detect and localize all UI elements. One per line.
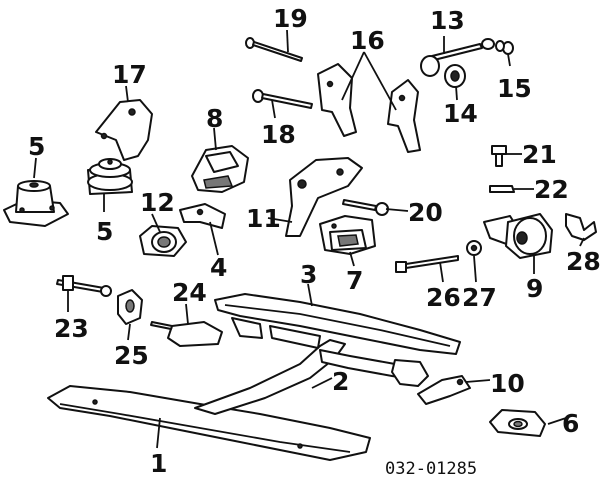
part-18-bolt bbox=[252, 89, 313, 109]
part-24-bracket bbox=[150, 321, 223, 347]
part-20-bolt bbox=[342, 199, 389, 216]
callout-16: 16 bbox=[350, 26, 385, 55]
callout-19: 19 bbox=[273, 4, 308, 33]
callout-4: 4 bbox=[210, 253, 227, 282]
callout-13: 13 bbox=[430, 6, 465, 35]
callout-18: 18 bbox=[261, 120, 296, 149]
callout-7: 7 bbox=[346, 266, 363, 295]
callout-5b: 5 bbox=[96, 217, 113, 246]
part-28-wing-nut bbox=[565, 213, 597, 241]
callout-27: 27 bbox=[462, 283, 497, 312]
callout-9: 9 bbox=[526, 274, 543, 303]
part-19-bolt bbox=[245, 37, 303, 62]
part-16-bracket-pair bbox=[317, 63, 421, 153]
part-1-crossmember bbox=[47, 385, 371, 461]
leader-lines bbox=[33, 29, 585, 449]
callout-17: 17 bbox=[112, 60, 147, 89]
part-2-center-frame bbox=[194, 339, 429, 415]
callout-3: 3 bbox=[300, 260, 317, 289]
callout-15: 15 bbox=[497, 74, 532, 103]
callout-28: 28 bbox=[566, 247, 600, 276]
callout-5a: 5 bbox=[28, 132, 45, 161]
callout-22: 22 bbox=[534, 175, 569, 204]
part-8-mount-bracket bbox=[191, 145, 249, 193]
part-9-rear-mount bbox=[483, 213, 553, 259]
callout-23: 23 bbox=[54, 314, 89, 343]
part-5a-engine-mount bbox=[3, 180, 69, 227]
callout-25: 25 bbox=[114, 341, 149, 370]
part-4-bracket bbox=[179, 203, 226, 229]
part-22-pin bbox=[489, 185, 515, 193]
part-25-bushing bbox=[117, 289, 143, 325]
part-27-washer bbox=[466, 240, 482, 256]
callout-11: 11 bbox=[246, 204, 281, 233]
catalog-number: 032-01285 bbox=[385, 459, 477, 478]
part-17-mount-bracket bbox=[95, 99, 153, 161]
part-15-washer bbox=[495, 40, 514, 55]
part-26-bolt bbox=[395, 255, 459, 273]
part-5b-engine-mount bbox=[87, 158, 133, 195]
callout-14: 14 bbox=[443, 99, 478, 128]
part-21-bolt bbox=[491, 145, 507, 167]
callout-2: 2 bbox=[332, 367, 349, 396]
callout-20: 20 bbox=[408, 198, 443, 227]
part-6-mount-bracket bbox=[489, 409, 546, 437]
part-23-bolt bbox=[56, 275, 112, 297]
callout-12: 12 bbox=[140, 188, 175, 217]
callout-8: 8 bbox=[206, 104, 223, 133]
callout-6: 6 bbox=[562, 409, 579, 438]
part-3-rear-crossmember bbox=[214, 293, 461, 355]
callout-26: 26 bbox=[426, 283, 461, 312]
callout-21: 21 bbox=[522, 140, 557, 169]
part-7-transmission-mount bbox=[319, 215, 376, 255]
callout-10: 10 bbox=[490, 369, 525, 398]
part-13-rod bbox=[420, 38, 495, 77]
callout-24: 24 bbox=[172, 278, 207, 307]
part-10-bracket bbox=[417, 375, 471, 405]
callout-1: 1 bbox=[150, 449, 167, 478]
part-14-bushing bbox=[444, 64, 466, 88]
part-12-bushing bbox=[139, 225, 187, 257]
